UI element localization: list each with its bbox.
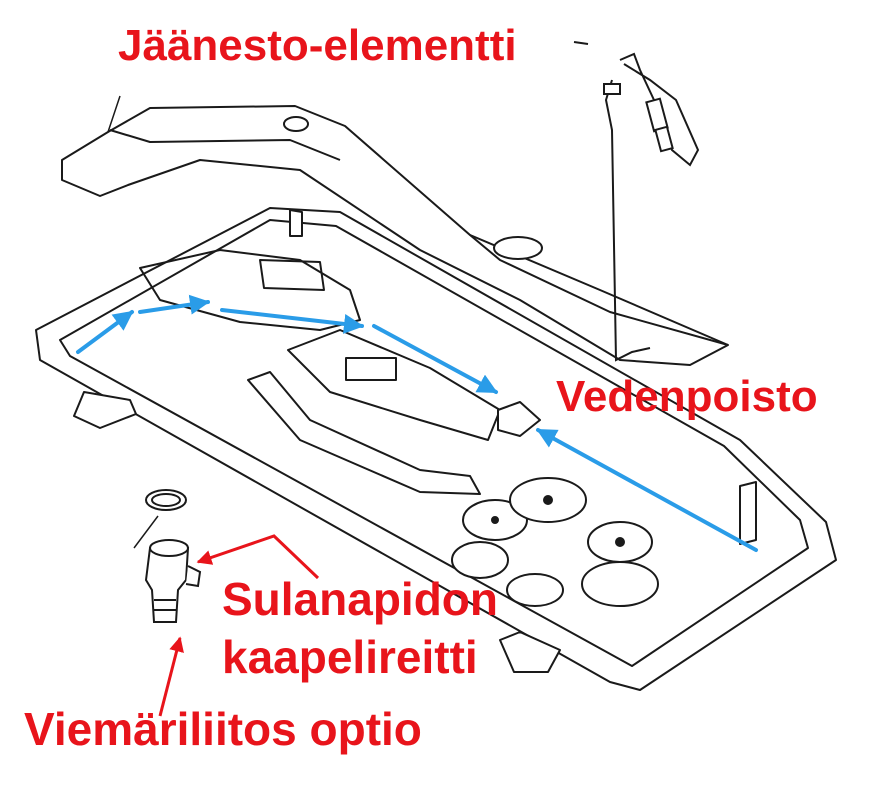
label-drainage: Vedenpoisto xyxy=(556,372,818,421)
drainage-flow-arrows xyxy=(76,294,758,552)
pointer-arrows xyxy=(158,534,320,717)
flow-arrow xyxy=(536,428,758,552)
label-heater-cable-route-line1: Sulanapidon xyxy=(222,573,498,625)
drain-lobes xyxy=(451,477,659,607)
label-heating-element: Jäänesto-elementti xyxy=(118,21,517,70)
heater-cable xyxy=(573,41,700,362)
flow-arrow xyxy=(76,310,134,354)
flow-arrow xyxy=(372,324,498,394)
label-heater-cable-route: Sulanapidon kaapelireitti xyxy=(222,570,498,686)
heating-element-strip xyxy=(61,95,729,366)
drain-connection-pointer xyxy=(158,636,184,717)
label-drain-connection: Viemäriliitos optio xyxy=(24,703,422,755)
cable-route-pointer xyxy=(196,534,320,580)
label-heater-cable-route-line2: kaapelireitti xyxy=(222,631,478,683)
flow-arrow xyxy=(138,294,210,315)
flow-arrow xyxy=(220,308,364,334)
drain-fitting xyxy=(133,489,202,623)
